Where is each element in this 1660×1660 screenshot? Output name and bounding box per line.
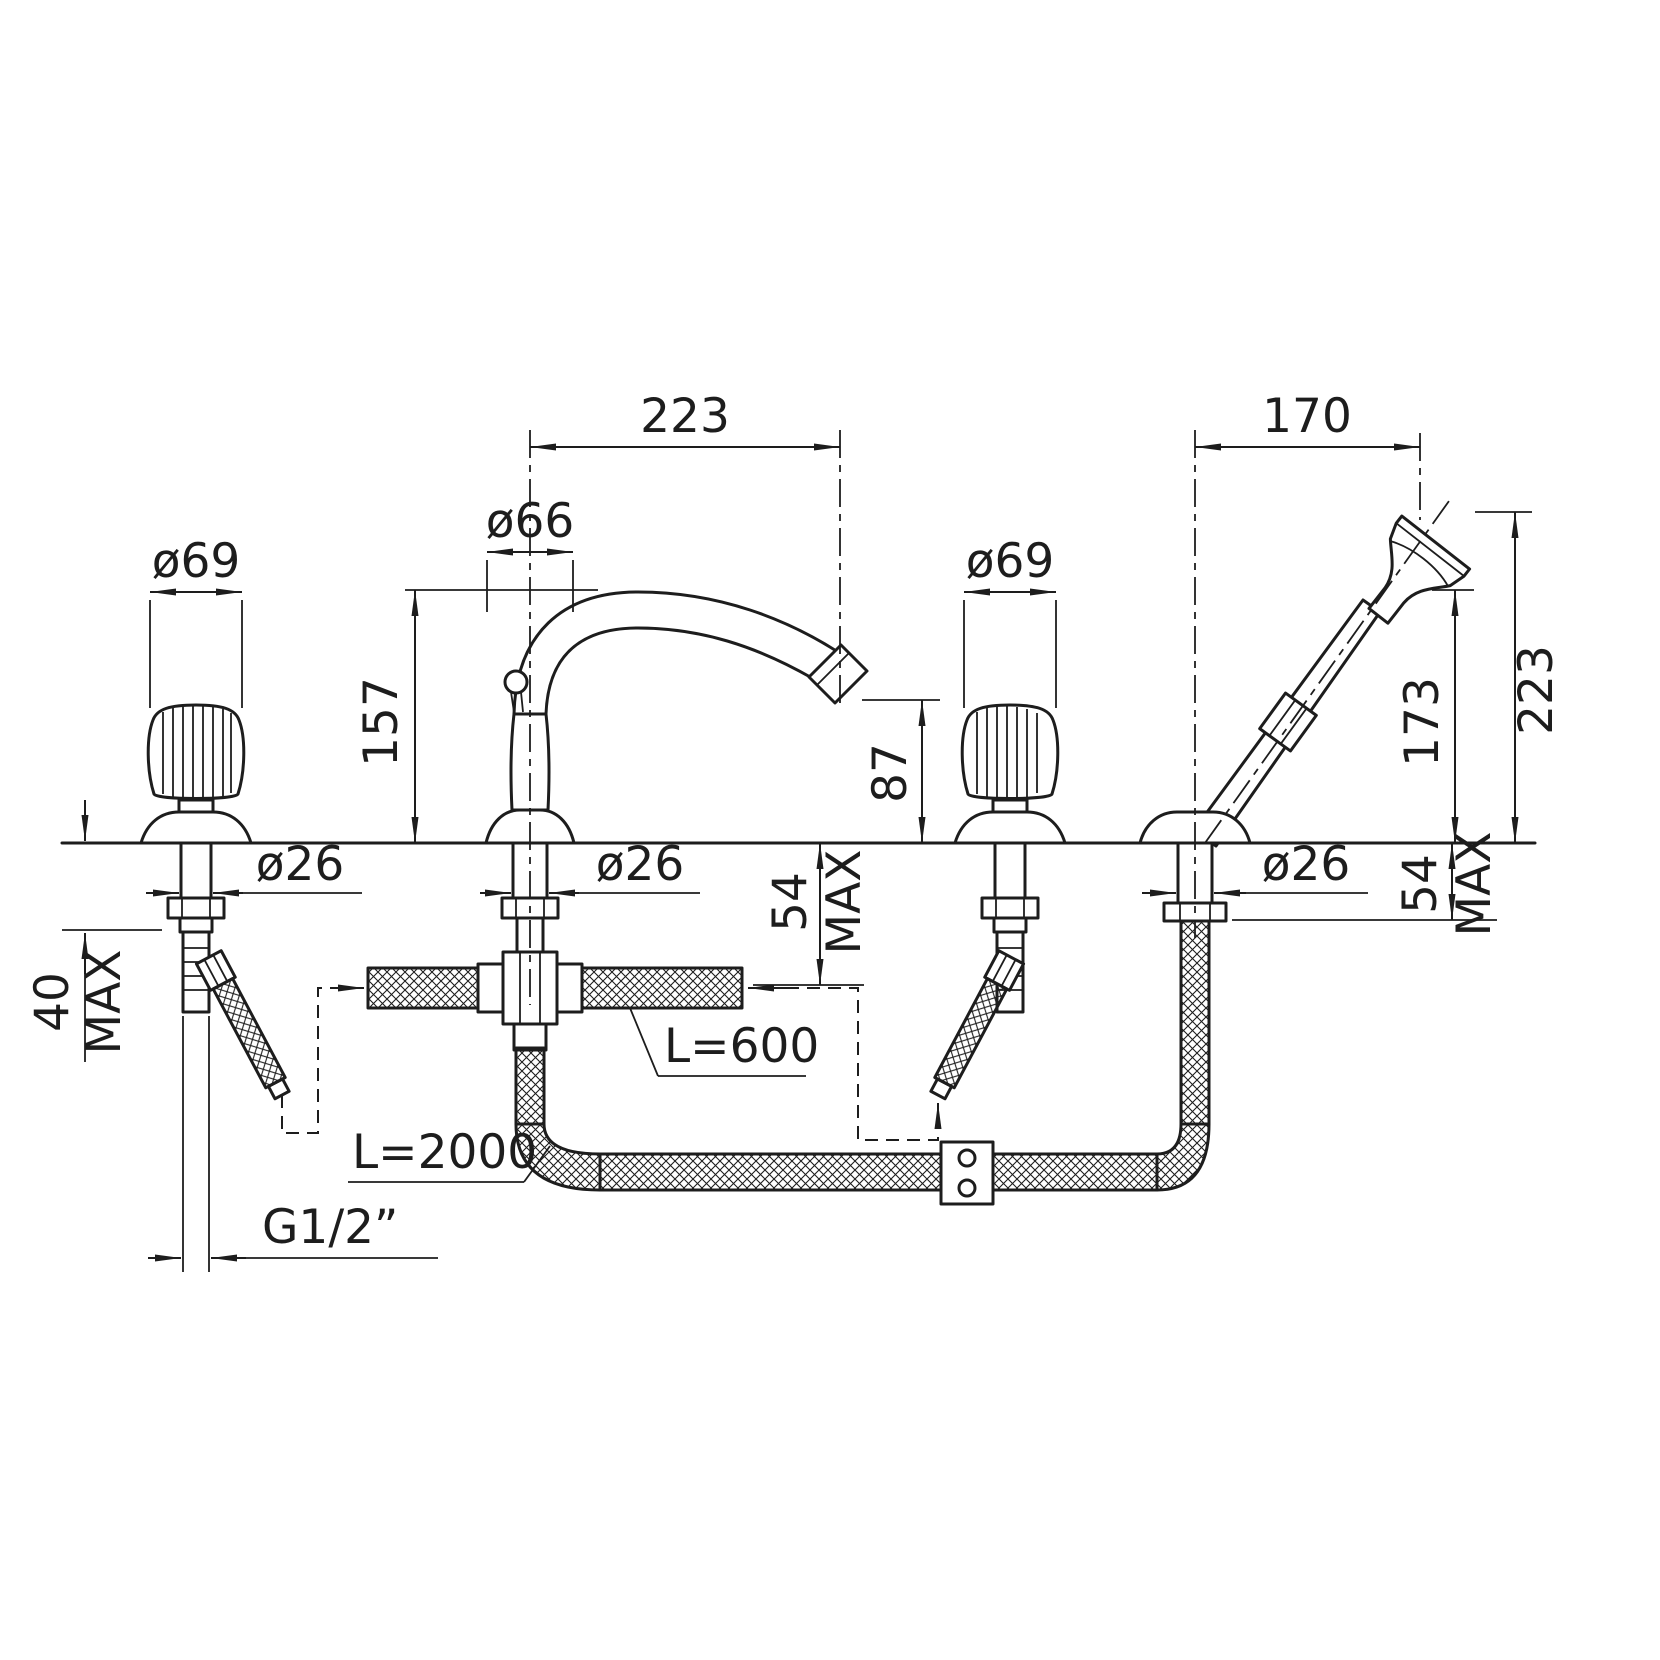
left-handle-dia-label: ø69 [152,534,241,589]
center-deck-depth-label: 54 [763,872,818,932]
left-hose-routing [281,987,336,1134]
shower-hose-length-label: L=2000 [352,1125,537,1180]
dim-center-deck-depth: 54 MAX [753,843,872,986]
dim-outlet-height: 87 [862,699,940,843]
right-valve-escutcheon [953,810,1067,845]
dim-shower-total-height: 223 [1475,511,1564,843]
left-valve-escutcheon [139,810,253,845]
dim-left-shank-diameter: ø26 [146,837,362,897]
outlet-height-label: 87 [863,743,918,803]
dimensions: 223 170 ø66 ø69 ø69 157 [25,389,1564,1272]
dim-shower-reach: 170 [1195,389,1420,451]
tee-fitting [501,950,559,1026]
dim-right-handle-diameter: ø69 [963,534,1057,708]
right-shank-dia-label: ø26 [1262,837,1351,892]
shower-reach-label: 170 [1262,389,1352,444]
dim-left-deck-depth: 40 MAX [25,800,162,1062]
dim-spout-height: 157 [354,589,598,843]
right-valve [929,703,1067,1101]
spout-base-dia-label: ø66 [486,494,575,549]
left-knob-flutes [162,706,232,800]
left-deck-depth-max-label: MAX [77,950,132,1055]
center-shank-dia-label: ø26 [596,837,685,892]
spout-height-label: 157 [354,677,409,767]
supply-hose-length-label: L=600 [664,1019,819,1074]
diverter-knob [503,669,529,695]
shower-hose [514,919,1211,1206]
dim-center-shank-diameter: ø26 [480,837,700,897]
right-hose-routing [786,987,939,1141]
left-shank-dia-label: ø26 [256,837,345,892]
right-handle-dia-label: ø69 [966,534,1055,589]
shower-axis-centerline [1204,500,1450,844]
hand-shower-head [1367,514,1472,625]
supply-hose-left [366,966,480,1010]
spout-reach-label: 223 [640,389,730,444]
hose-connector-block [939,1140,995,1206]
dim-spout-base-diameter: ø66 [486,494,575,612]
right-deck-depth-label: 54 [1393,854,1448,914]
right-knob-flutes [976,706,1038,800]
spout-aerator [807,643,869,705]
center-deck-depth-max-label: MAX [817,850,872,955]
dim-left-handle-diameter: ø69 [149,534,243,708]
dim-thread-size: G1/2” [148,1016,438,1272]
thread-size-label: G1/2” [262,1200,398,1255]
supply-tee-and-hoses [281,950,942,1141]
left-deck-depth-label: 40 [25,972,80,1032]
dim-spout-reach: 223 [530,389,840,451]
label-supply-hose-length: L=600 [629,1007,819,1077]
dim-shower-body-height: 173 [1395,589,1474,843]
dim-right-shank-diameter: ø26 [1142,837,1368,897]
right-deck-depth-max-label: MAX [1447,832,1502,937]
dim-right-deck-depth: 54 MAX [1232,832,1502,937]
shower-body-height-label: 173 [1395,677,1450,767]
spout-gooseneck [512,590,840,716]
left-valve [139,703,291,1101]
supply-hose-right [580,966,744,1010]
right-valve-supply-fitting [929,949,1026,1101]
label-shower-hose-length: L=2000 [348,1125,551,1183]
left-valve-supply-fitting [194,949,291,1101]
shower-total-height-label: 223 [1509,645,1564,735]
